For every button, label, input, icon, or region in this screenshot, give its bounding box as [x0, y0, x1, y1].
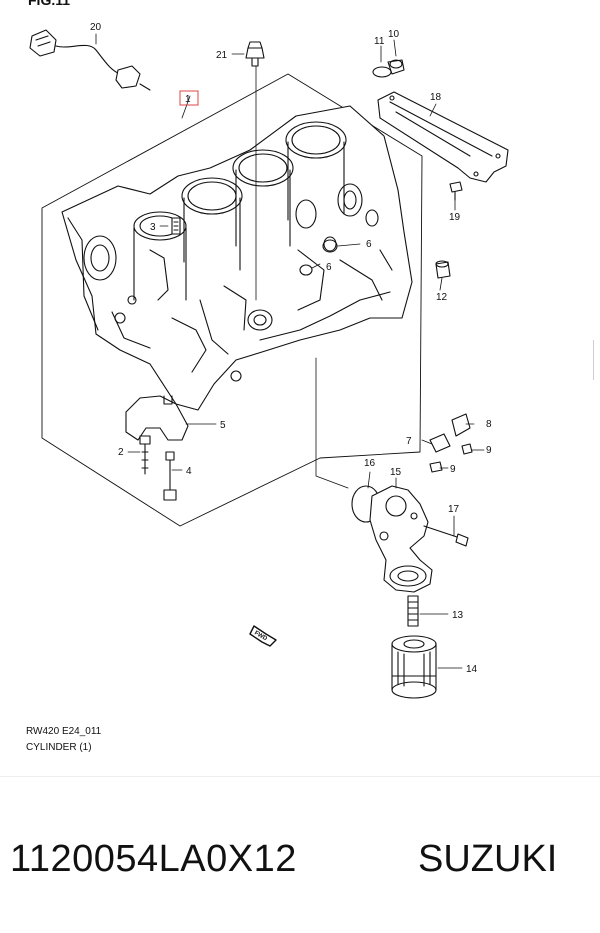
- callout-9a: 9: [486, 445, 492, 456]
- callout-17: 17: [448, 504, 460, 515]
- oil-pressure-switch: [245, 41, 265, 301]
- plug-and-seal: [372, 59, 405, 78]
- oil-filter-housing: [369, 485, 433, 593]
- callout-9b: 9: [450, 464, 456, 475]
- union-bolt-13: [407, 595, 419, 627]
- figure-label: FIG.11: [28, 0, 71, 8]
- callout-1: 1: [185, 94, 191, 105]
- chain-cover-plate: [377, 91, 509, 183]
- stud-3: [171, 217, 181, 235]
- callout-6a: 6: [366, 239, 372, 250]
- bolt-4: [163, 451, 177, 501]
- bolt-2: [139, 435, 151, 475]
- diagram-code: RW420 E24_011: [26, 726, 102, 737]
- small-bracket-8: [451, 413, 471, 437]
- callout-15: 15: [390, 467, 402, 478]
- brand-name: SUZUKI: [418, 838, 558, 880]
- panel-edge-marker: [593, 340, 600, 380]
- dowel-pin-12: [435, 260, 451, 279]
- fwd-arrow: [249, 625, 277, 647]
- cylinder-block: [61, 105, 413, 411]
- callout-18: 18: [430, 92, 442, 103]
- callout-2: 2: [118, 447, 124, 458]
- product-info-band: [0, 776, 600, 933]
- part-number: 1120054LA0X12: [10, 838, 297, 880]
- callout-21: 21: [216, 50, 228, 61]
- callout-13: 13: [452, 610, 464, 621]
- callout-3: 3: [150, 222, 156, 233]
- callout-box-1: [179, 90, 199, 106]
- diagram-title: CYLINDER (1): [26, 742, 92, 753]
- o-ring-6a: [322, 239, 338, 253]
- callout-5: 5: [220, 420, 226, 431]
- exploded-parts-diagram: 1 2 3 4 5 6 6 7 8 9 9 10 11 12 13 14 15 …: [29, 22, 509, 699]
- callout-16: 16: [364, 458, 376, 469]
- small-bracket-7: [429, 433, 451, 453]
- bolt-9b: [429, 461, 443, 473]
- callout-4: 4: [186, 466, 192, 477]
- o-ring-6b: [299, 264, 313, 276]
- knock-sensor-harness: [29, 29, 151, 91]
- assembly-boundary: [41, 73, 423, 527]
- callout-19: 19: [449, 212, 461, 223]
- callout-8: 8: [486, 419, 492, 430]
- callout-20: 20: [90, 22, 102, 33]
- callout-7: 7: [406, 436, 412, 447]
- callout-14: 14: [466, 664, 478, 675]
- callout-6b: 6: [326, 262, 332, 273]
- callout-10: 10: [388, 29, 400, 40]
- bolt-17: [423, 525, 469, 547]
- parts-diagram-panel: FIG.11: [26, 0, 600, 753]
- callout-12: 12: [436, 292, 448, 303]
- callout-11: 11: [374, 36, 385, 47]
- bolt-19: [449, 181, 463, 201]
- bolt-9a: [461, 443, 473, 455]
- oil-filter-14: [391, 635, 437, 699]
- bracket-5: [125, 395, 189, 441]
